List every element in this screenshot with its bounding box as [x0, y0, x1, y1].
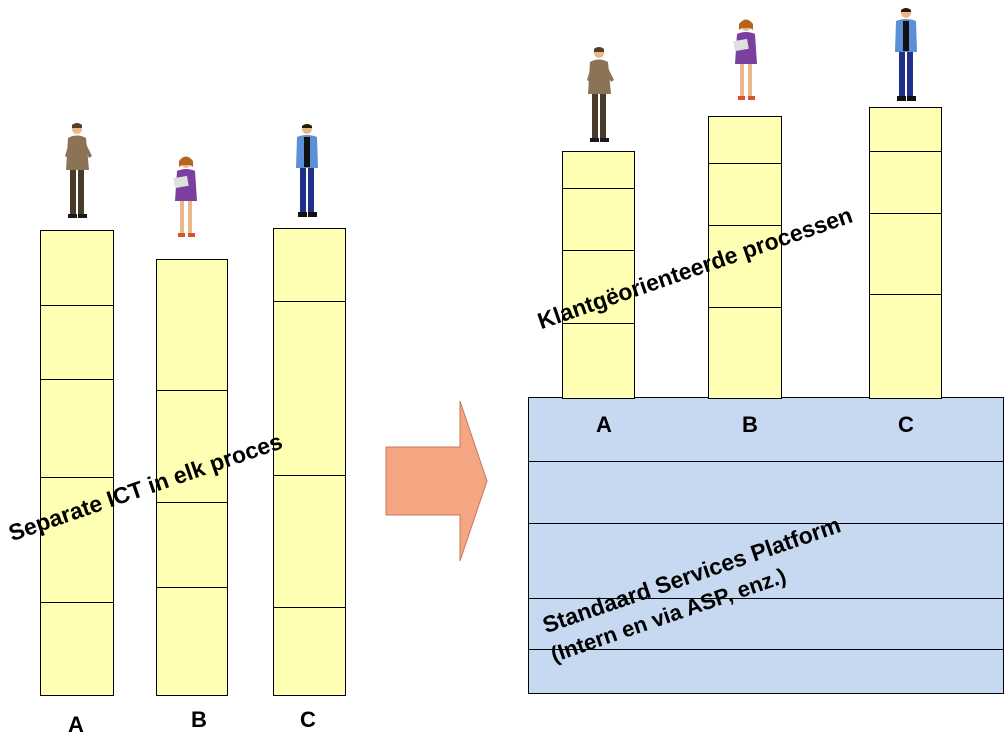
- right-column-b: [708, 116, 782, 399]
- right-label-c: C: [898, 412, 914, 437]
- left-column-c: [273, 228, 346, 696]
- right-column-c: [869, 107, 942, 399]
- right-label-a: A: [596, 412, 612, 437]
- right-arrow-icon: [385, 400, 488, 562]
- right-column-a: [562, 151, 635, 399]
- person-man-brown-icon: [65, 123, 92, 218]
- left-column-b: [156, 259, 228, 696]
- services-platform: [528, 397, 1004, 694]
- left-column-a: [40, 230, 114, 696]
- person-man-blue-icon: [895, 8, 917, 101]
- right-label-b: B: [742, 412, 758, 437]
- left-label-c: C: [300, 707, 316, 732]
- person-man-brown-icon: [587, 47, 614, 142]
- person-woman-purple-icon: [173, 156, 197, 237]
- left-label-a: A: [68, 712, 84, 737]
- left-label-b: B: [191, 707, 207, 732]
- person-man-blue-icon: [296, 124, 318, 217]
- person-woman-purple-icon: [733, 19, 757, 100]
